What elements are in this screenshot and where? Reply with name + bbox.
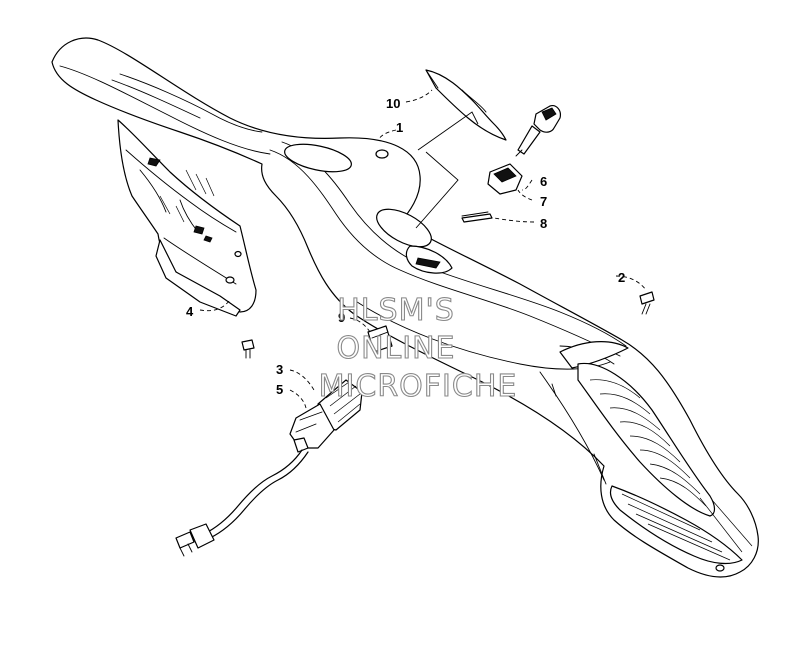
callout-9: 9 bbox=[338, 310, 345, 325]
console-housing bbox=[51, 37, 759, 578]
callout-3: 3 bbox=[276, 362, 283, 377]
washer bbox=[461, 211, 493, 223]
socket-harness bbox=[175, 379, 363, 557]
ignition-key bbox=[515, 105, 561, 157]
watermark: HLSM'S ONLINE MICROFICHE bbox=[318, 292, 518, 404]
callout-10: 10 bbox=[386, 96, 400, 111]
screw-left bbox=[241, 339, 255, 359]
left-bracket bbox=[117, 119, 257, 317]
watermark-line-1: HLSM'S bbox=[337, 293, 455, 328]
grommet bbox=[367, 325, 393, 353]
callout-2: 2 bbox=[618, 270, 625, 285]
callout-1: 1 bbox=[396, 120, 403, 135]
callout-5: 5 bbox=[276, 382, 283, 397]
watermark-line-2: ONLINE bbox=[336, 331, 455, 366]
ignition-switch bbox=[487, 163, 523, 195]
watermark-line-3: MICROFICHE bbox=[319, 369, 518, 404]
callout-7: 7 bbox=[540, 194, 547, 209]
decal bbox=[425, 69, 507, 141]
screw-right bbox=[639, 291, 655, 315]
callout-8: 8 bbox=[540, 216, 547, 231]
callout-4: 4 bbox=[186, 304, 194, 319]
leader-lines bbox=[199, 89, 647, 409]
callout-6: 6 bbox=[540, 174, 547, 189]
callout-labels: 1 2 3 4 5 6 7 8 9 10 bbox=[186, 96, 625, 397]
